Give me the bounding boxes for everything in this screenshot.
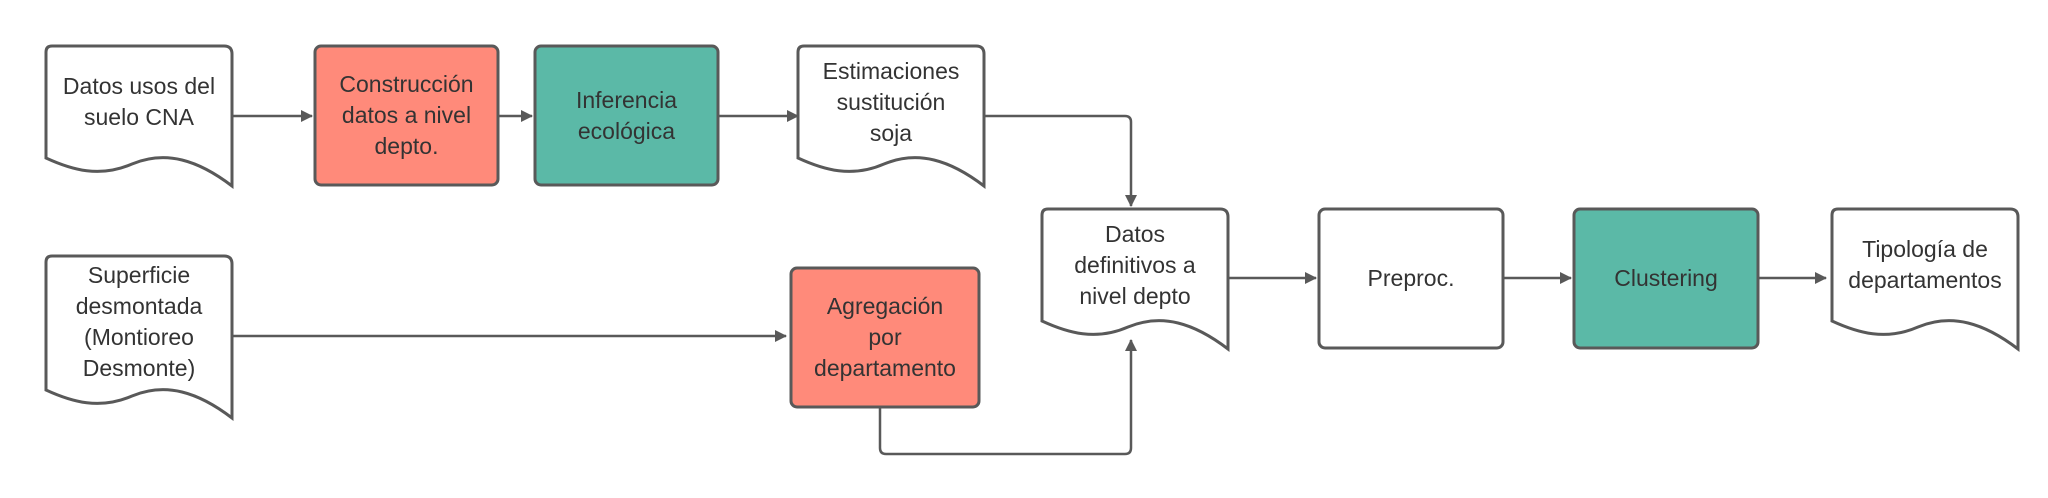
datos-usos-document-shape (44, 44, 234, 190)
edge-estimaciones-to-datos-definitivos (984, 114, 1137, 207)
clustering-label: Clustering (1614, 265, 1718, 291)
inferencia-process-shape (533, 44, 720, 187)
construccion-process-shape (313, 44, 500, 187)
inferencia-label: Inferencia ecológica (575, 86, 677, 144)
agregacion-label: Agregación por departamento (814, 293, 956, 381)
superficie-label: Superficie desmontada (Montioreo Desmont… (75, 262, 203, 381)
edge-agregacion-to-datos-definitivos (878, 339, 1137, 456)
datos-definitivos-label: Datos definitivos a nivel depto (1074, 220, 1196, 309)
construccion-label: Construcción datos a nivel depto. (339, 71, 474, 159)
estimaciones-label: Estimaciones sustitución soja (822, 57, 960, 146)
agregacion-process-shape (789, 266, 981, 409)
clustering-process-shape (1572, 207, 1760, 350)
superficie-document-shape (44, 254, 234, 422)
estimaciones-document-shape (796, 44, 986, 190)
preproc-label: Preproc. (1367, 265, 1455, 291)
tipologia-document-shape (1830, 207, 2020, 353)
datos-usos-label: Datos usos del suelo CNA (62, 73, 216, 130)
preproc-process-shape (1317, 207, 1505, 350)
tipologia-label: Tipología de departamentos (1848, 236, 2002, 293)
datos-definitivos-document-shape (1040, 207, 1230, 353)
